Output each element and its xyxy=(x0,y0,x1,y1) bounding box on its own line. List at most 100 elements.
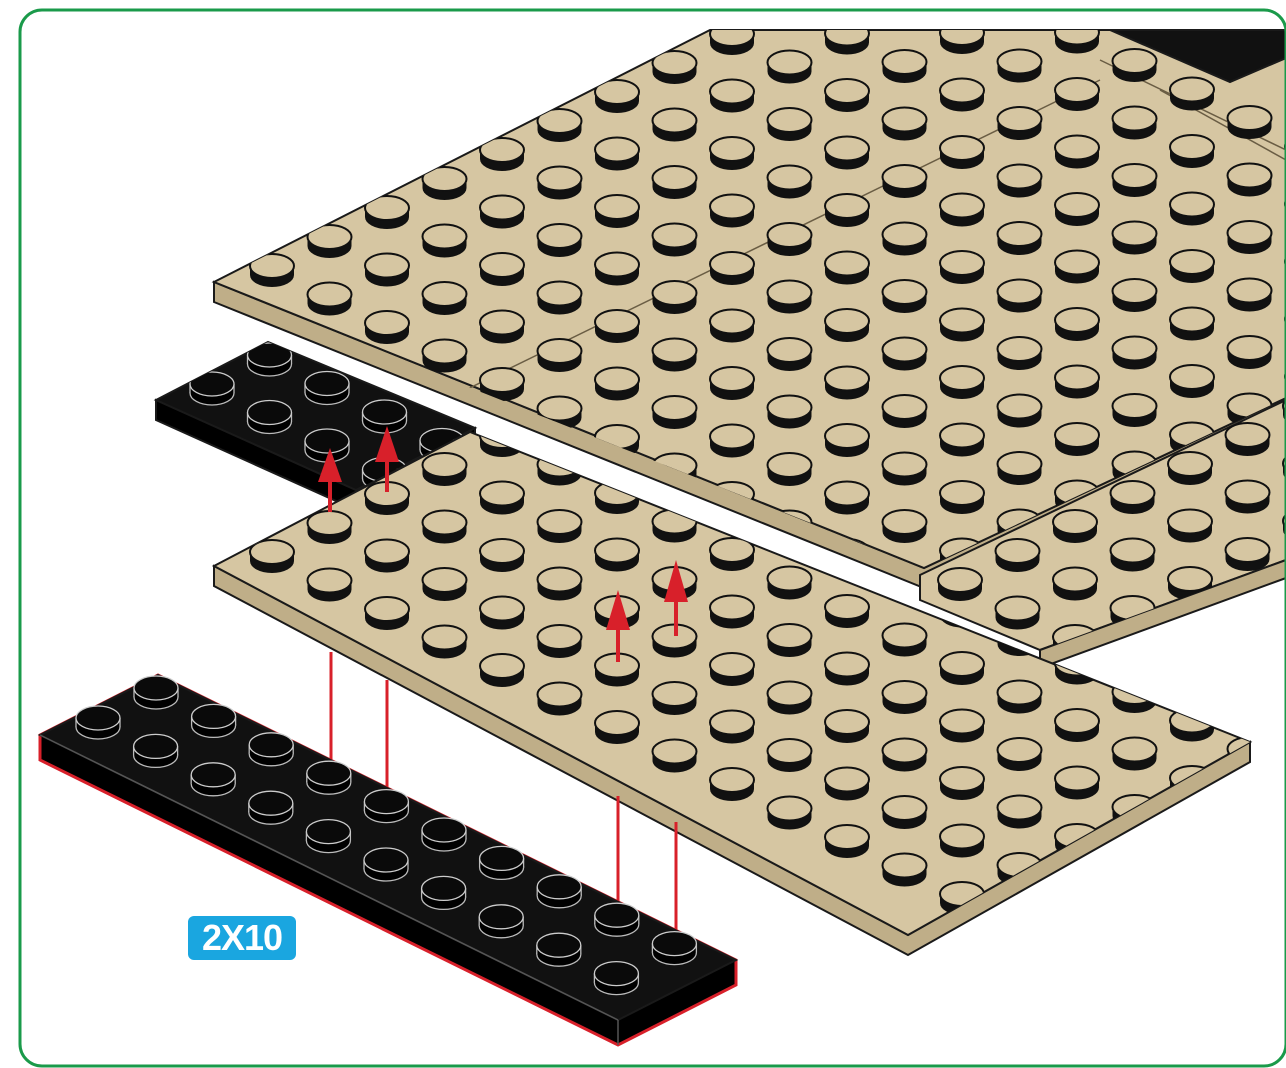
stud xyxy=(1170,653,1214,686)
stud xyxy=(940,309,984,342)
stud xyxy=(653,510,697,543)
stud xyxy=(998,796,1042,829)
stud xyxy=(423,225,467,258)
stud xyxy=(307,761,351,794)
stud xyxy=(996,597,1040,630)
stud xyxy=(768,0,812,26)
stud xyxy=(595,481,639,514)
stud xyxy=(768,624,812,657)
stud xyxy=(1113,222,1157,255)
stud xyxy=(940,21,984,54)
stud xyxy=(190,372,234,405)
stud xyxy=(1170,365,1214,398)
stud xyxy=(76,706,120,739)
stud xyxy=(998,911,1042,944)
stud xyxy=(710,80,754,113)
stud xyxy=(1228,910,1272,943)
stud xyxy=(594,962,638,995)
stud xyxy=(363,400,407,433)
stud xyxy=(1228,106,1272,139)
stud xyxy=(308,569,352,602)
stud xyxy=(595,253,639,286)
stud xyxy=(998,0,1042,25)
stud xyxy=(883,338,927,371)
stud xyxy=(998,452,1042,485)
stud xyxy=(1113,853,1157,886)
stud xyxy=(653,740,697,773)
stud xyxy=(1111,539,1155,572)
stud xyxy=(423,282,467,315)
stud xyxy=(1055,308,1099,341)
stud xyxy=(1113,107,1157,140)
stud xyxy=(422,818,466,851)
stud xyxy=(1228,795,1272,828)
stud xyxy=(653,396,697,429)
stud xyxy=(653,281,697,314)
stud xyxy=(423,626,467,659)
stud xyxy=(1170,824,1214,857)
stud xyxy=(710,137,754,170)
stud xyxy=(768,797,812,830)
stud xyxy=(305,372,349,405)
stud xyxy=(825,367,869,400)
stud xyxy=(998,738,1042,771)
stud xyxy=(1168,625,1212,658)
stud xyxy=(825,137,869,170)
stud xyxy=(825,825,869,858)
stud xyxy=(423,453,467,486)
stud xyxy=(1113,279,1157,312)
stud xyxy=(1113,394,1157,427)
stud xyxy=(1055,78,1099,111)
stud xyxy=(710,22,754,55)
stud xyxy=(480,424,524,457)
stud xyxy=(825,79,869,112)
stud xyxy=(1170,193,1214,226)
stud xyxy=(537,933,581,966)
stud xyxy=(710,367,754,400)
stud xyxy=(940,194,984,227)
stud xyxy=(480,311,524,344)
stud xyxy=(191,763,235,796)
stud xyxy=(1228,221,1272,254)
stud xyxy=(1055,709,1099,742)
stud xyxy=(1111,654,1155,687)
stud xyxy=(940,366,984,399)
stud xyxy=(480,846,524,879)
stud xyxy=(883,796,927,829)
stud xyxy=(768,108,812,141)
stud xyxy=(653,51,697,84)
stud xyxy=(710,538,754,571)
stud xyxy=(1055,423,1099,456)
stud xyxy=(653,166,697,199)
stud xyxy=(595,903,639,936)
stud xyxy=(1228,681,1272,714)
stud xyxy=(940,825,984,858)
stud xyxy=(1228,336,1272,369)
stud xyxy=(134,676,178,709)
stud xyxy=(538,453,582,486)
stud xyxy=(940,710,984,743)
stud xyxy=(479,905,523,938)
stud xyxy=(422,876,466,909)
stud xyxy=(883,223,927,256)
stud xyxy=(365,540,409,573)
stud xyxy=(940,424,984,457)
stud xyxy=(653,109,697,142)
stud xyxy=(537,875,581,908)
stud xyxy=(998,681,1042,714)
stud xyxy=(480,597,524,630)
stud xyxy=(595,711,639,744)
stud xyxy=(998,107,1042,140)
stud xyxy=(768,51,812,84)
stud xyxy=(1055,193,1099,226)
stud xyxy=(595,539,639,572)
stud xyxy=(538,683,582,716)
stud xyxy=(480,196,524,229)
stud xyxy=(940,79,984,112)
stud xyxy=(364,790,408,823)
stud xyxy=(134,734,178,767)
stud xyxy=(1113,738,1157,771)
stud xyxy=(998,165,1042,198)
stud xyxy=(940,652,984,685)
